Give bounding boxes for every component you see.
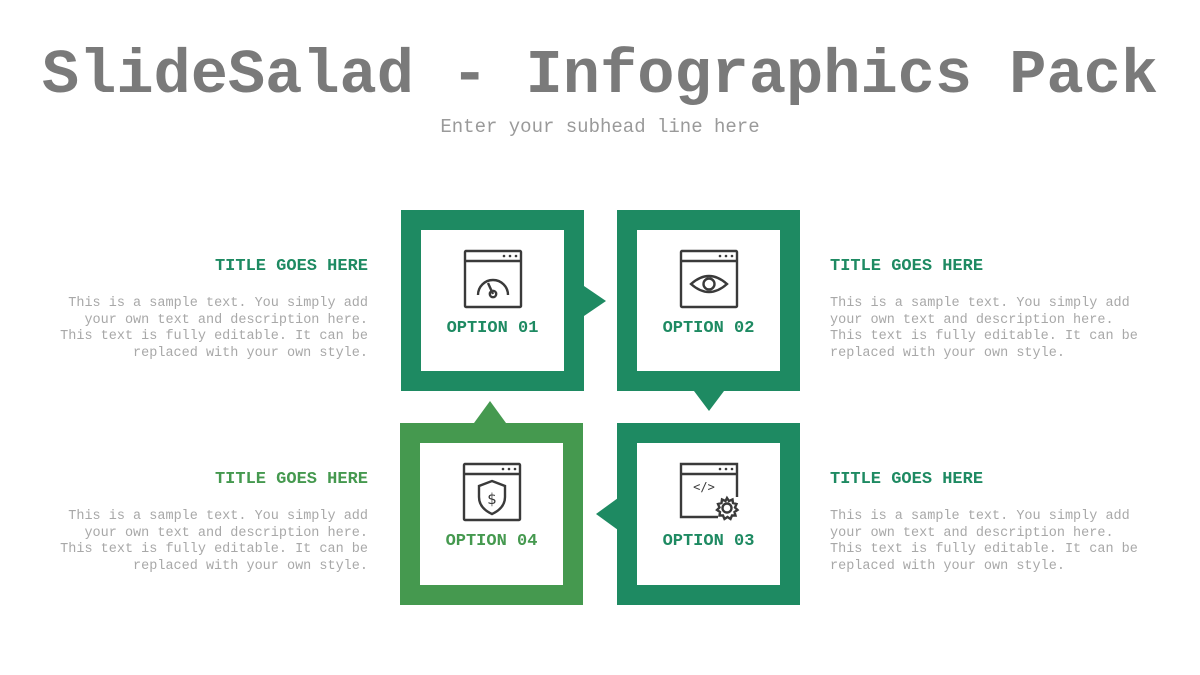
description-title: TITLE GOES HERE xyxy=(214,470,368,489)
description-text: This is a sample text. You simply add yo… xyxy=(60,509,368,574)
option-label: OPTION 01 xyxy=(446,319,539,338)
option-label: OPTION 02 xyxy=(662,319,755,338)
option-box-01: OPTION 01 xyxy=(401,210,584,391)
svg-text:</>: </> xyxy=(693,480,715,494)
code-gear-window-icon: </> xyxy=(679,462,739,521)
description-top-right: TITLE GOES HERE This is a sample text. Y… xyxy=(830,256,1150,362)
option-label: OPTION 04 xyxy=(445,532,538,551)
description-top-left: TITLE GOES HERE This is a sample text. Y… xyxy=(48,256,368,362)
description-text: This is a sample text. You simply add yo… xyxy=(830,296,1138,361)
description-bottom-left: TITLE GOES HERE This is a sample text. Y… xyxy=(48,469,368,575)
description-title: TITLE GOES HERE xyxy=(830,470,984,489)
speedometer-window-icon xyxy=(463,249,522,309)
arrow-right-notch xyxy=(584,286,606,316)
option-label: OPTION 03 xyxy=(662,532,755,551)
option-box-03: </> OPTION 03 xyxy=(617,423,800,605)
option-box-02: OPTION 02 xyxy=(617,210,800,391)
arrow-up-notch xyxy=(474,401,506,423)
description-bottom-right: TITLE GOES HERE This is a sample text. Y… xyxy=(830,469,1150,575)
arrow-down-notch xyxy=(694,391,724,411)
arrow-left-notch xyxy=(596,498,618,530)
description-title: TITLE GOES HERE xyxy=(830,257,984,276)
page-title: SlideSalad - Infographics Pack xyxy=(41,40,1159,111)
eye-window-icon xyxy=(679,249,738,309)
description-title: TITLE GOES HERE xyxy=(214,257,368,276)
dollar-shield-window-icon: $ xyxy=(462,462,521,522)
description-text: This is a sample text. You simply add yo… xyxy=(60,296,368,361)
option-box-04: $ OPTION 04 xyxy=(400,423,583,605)
page-subtitle: Enter your subhead line here xyxy=(440,116,760,138)
svg-text:$: $ xyxy=(487,490,497,508)
description-text: This is a sample text. You simply add yo… xyxy=(830,509,1138,574)
